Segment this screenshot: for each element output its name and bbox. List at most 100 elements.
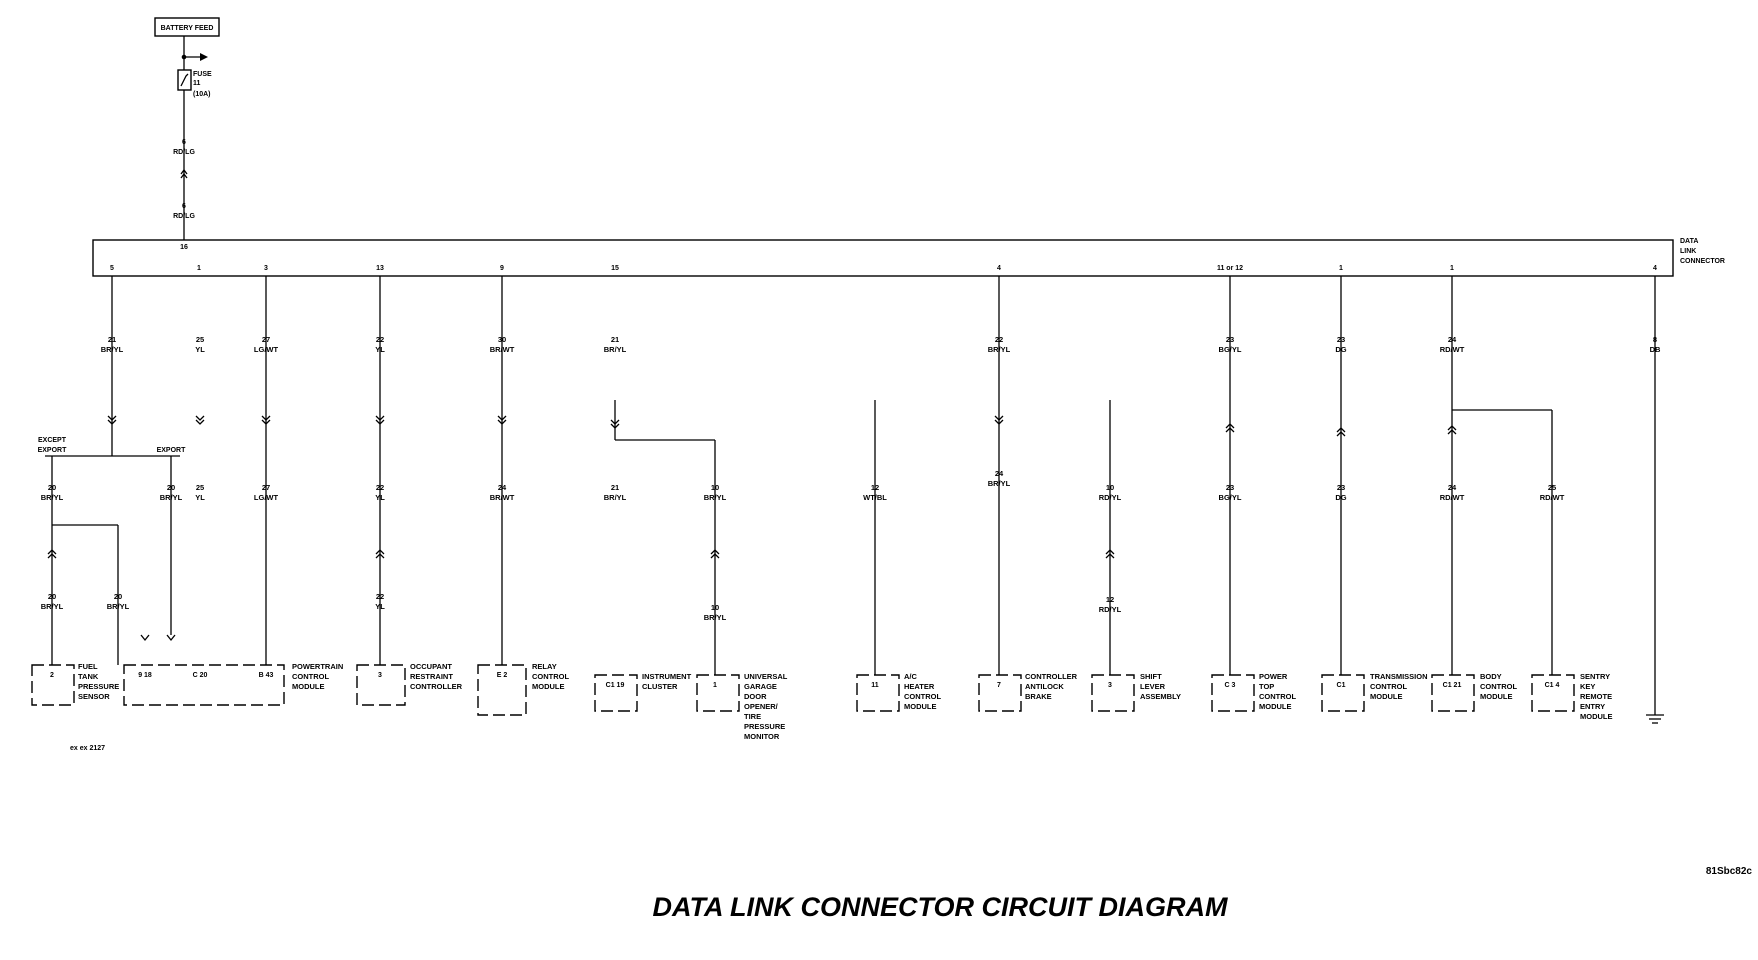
wire-color: RD/WT [1440,345,1465,354]
dlc-label-3: CONNECTOR [1680,258,1725,265]
svg-text:12: 12 [871,483,879,492]
svg-text:20: 20 [167,483,175,492]
wire-gauge: 21 [108,335,116,344]
module-universal-garage-door-opener: UNIVERSAL GARAGE DOOR OPENER/ TIRE PRESS… [744,672,789,741]
splice-arrow-icon [200,53,208,61]
wire-color: BR/YL [988,345,1011,354]
upper-wire-gauge-b: 6 [182,203,186,210]
svg-text:WT/BL: WT/BL [863,493,887,502]
svg-text:BR/YL: BR/YL [704,493,727,502]
module-box [1431,674,1475,712]
wire-gauge: 22 [995,335,1003,344]
dlc-pin: 11 or 12 [1217,265,1243,272]
svg-text:YL: YL [195,493,205,502]
module-pin-labels: 2 9 18 C 20 B 43 3 E 2 C1 19 1 11 7 3 C … [50,672,1559,689]
dlc-pin: 15 [611,265,619,272]
wire-color: BG/YL [1219,345,1242,354]
mid-wire-labels: 20 BR/YL 20 BR/YL 25 YL 27 LG/WT 22 YL 2… [41,469,1565,502]
upper-wire-gauge-a: 6 [182,139,186,146]
dlc-pin: 5 [110,265,114,272]
svg-text:21: 21 [611,483,619,492]
svg-text:RD/YL: RD/YL [1099,493,1122,502]
svg-text:1: 1 [713,682,717,689]
svg-text:24: 24 [498,483,507,492]
battery-feed-box [154,17,220,37]
module-names: FUEL TANK PRESSURE SENSOR POWERTRAIN CON… [78,662,1613,741]
svg-text:BG/YL: BG/YL [1219,493,1242,502]
dlc-label-1: DATA [1680,238,1698,245]
upper-wire-labels: 21 BR/YL 25 YL 27 LG/WT 22 YL 30 BR/WT 2… [101,335,1661,354]
data-link-connector [92,239,1674,277]
module-box [594,674,638,712]
fuse-number: 11 [193,80,201,87]
svg-text:BR/YL: BR/YL [107,602,130,611]
svg-text:7: 7 [997,682,1001,689]
svg-text:RD/WT: RD/WT [1540,493,1565,502]
module-powertrain-control-module: POWERTRAIN CONTROL MODULE [292,662,345,691]
connector-chevron-icon [180,168,188,179]
svg-text:C1 19: C1 19 [606,682,625,689]
wire-gauge: 22 [376,335,384,344]
module-box [696,674,740,712]
svg-text:2: 2 [50,672,54,679]
svg-text:10: 10 [711,483,719,492]
module-body-control-module: BODY CONTROL MODULE [1480,672,1519,701]
module-ac-heater-control-module: A/C HEATER CONTROL MODULE [904,672,943,711]
svg-text:BR/YL: BR/YL [41,493,64,502]
svg-text:24: 24 [1448,483,1457,492]
svg-text:LG/WT: LG/WT [254,493,279,502]
svg-text:C1 4: C1 4 [1545,682,1560,689]
dlc-pin: 4 [997,265,1001,272]
wire-color: BR/WT [490,345,515,354]
svg-text:3: 3 [1108,682,1112,689]
upper-wire-color-b: RD/LG [173,213,195,220]
svg-text:BR/WT: BR/WT [490,493,515,502]
lower-wire-labels: 20 BR/YL 20 BR/YL 22 YL 10 BR/YL 12 RD/Y… [41,592,1122,622]
svg-text:RD/YL: RD/YL [1099,605,1122,614]
svg-text:25: 25 [196,483,204,492]
svg-text:3: 3 [378,672,382,679]
except-label-2: EXPORT [38,447,68,454]
fuse-rating: (10A) [193,91,211,98]
svg-text:C1: C1 [1337,682,1346,689]
module-box [1321,674,1365,712]
wire-color: BR/YL [101,345,124,354]
dlc-pin: 1 [1339,265,1343,272]
wire-color: YL [375,345,385,354]
svg-text:9 18: 9 18 [138,672,152,679]
module-controller-antilock-brake: CONTROLLER ANTILOCK BRAKE [1025,672,1079,701]
wire-color: LG/WT [254,345,279,354]
dlc-pin: 3 [264,265,268,272]
svg-text:12: 12 [1106,595,1114,604]
diagram-title: DATA LINK CONNECTOR CIRCUIT DIAGRAM [653,892,1228,922]
svg-text:B 43: B 43 [259,672,274,679]
module-box [1091,674,1135,712]
svg-text:23: 23 [1337,483,1345,492]
dlc-pin: 9 [500,265,504,272]
figure-code: 81Sbc82c [1706,866,1753,877]
footnote: ex ex 2127 [70,745,105,752]
svg-text:11: 11 [871,682,879,689]
module-instrument-cluster: INSTRUMENT CLUSTER [642,672,693,691]
svg-text:25: 25 [1548,483,1556,492]
module-fuel-tank-pressure-sensor: FUEL TANK PRESSURE SENSOR [78,662,121,701]
wire-color: DB [1650,345,1661,354]
svg-text:BR/YL: BR/YL [604,493,627,502]
dlc-label-2: LINK [1680,248,1696,255]
export-label: EXPORT [157,447,187,454]
svg-text:DG: DG [1335,493,1346,502]
svg-text:24: 24 [995,469,1004,478]
dlc-wires [45,276,1664,724]
svg-text:20: 20 [114,592,122,601]
svg-text:YL: YL [375,493,385,502]
svg-text:C1 21: C1 21 [1443,682,1462,689]
module-box [356,664,406,706]
svg-text:C 20: C 20 [193,672,208,679]
module-box [1211,674,1255,712]
dlc-pin: 13 [376,265,384,272]
svg-text:BR/YL: BR/YL [41,602,64,611]
svg-text:20: 20 [48,592,56,601]
svg-text:RD/WT: RD/WT [1440,493,1465,502]
wire-color: DG [1335,345,1346,354]
module-box [978,674,1022,712]
